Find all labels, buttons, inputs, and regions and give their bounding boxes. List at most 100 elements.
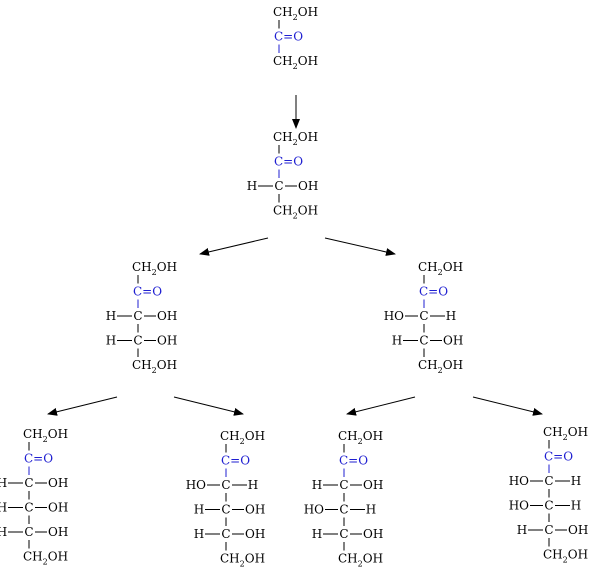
hydroxyl: OH bbox=[568, 523, 588, 537]
ch2oh-top: CH2OH bbox=[273, 5, 318, 22]
hydroxyl: HO bbox=[186, 478, 206, 492]
ch2oh-oh: OH bbox=[245, 552, 265, 566]
ch2oh-oh: OH bbox=[48, 427, 68, 441]
ch2oh-ch: CH bbox=[273, 130, 293, 144]
hydroxyl: HO bbox=[384, 309, 404, 323]
ch2oh-subscript: 2 bbox=[563, 433, 568, 442]
ch2oh-ch: CH bbox=[338, 552, 358, 566]
hydrogen: H bbox=[0, 525, 7, 539]
chiral-carbon: C bbox=[221, 503, 230, 517]
ch2oh-oh: OH bbox=[443, 358, 463, 372]
ch2oh-oh: OH bbox=[48, 550, 68, 564]
hydroxyl: OH bbox=[245, 527, 265, 541]
ketone-group: C=O bbox=[221, 454, 250, 468]
hydrogen: H bbox=[571, 474, 581, 488]
ch2oh-oh: OH bbox=[568, 425, 588, 439]
ch2oh-subscript: 2 bbox=[293, 13, 298, 22]
arrow-c4-to-ribulose bbox=[199, 237, 269, 256]
ch2oh-top: CH2OH bbox=[338, 429, 383, 446]
chiral-carbon: C bbox=[133, 309, 142, 323]
ch2oh-bottom: CH2OH bbox=[273, 54, 318, 71]
ch2oh-ch: CH bbox=[543, 425, 563, 439]
ch2oh-subscript: 2 bbox=[358, 560, 363, 569]
ch2oh-ch: CH bbox=[132, 260, 152, 274]
hydrogen: H bbox=[312, 527, 322, 541]
ch2oh-subscript: 2 bbox=[358, 437, 363, 446]
ch2oh-oh: OH bbox=[245, 429, 265, 443]
chiral-carbon: C bbox=[544, 523, 553, 537]
chiral-carbon: C bbox=[339, 503, 348, 517]
ch2oh-ch: CH bbox=[220, 429, 240, 443]
chiral-carbon: C bbox=[221, 527, 230, 541]
ch2oh-oh: OH bbox=[363, 429, 383, 443]
ch2oh-subscript: 2 bbox=[240, 560, 245, 569]
ch2oh-ch: CH bbox=[273, 204, 293, 218]
ch2oh-ch: CH bbox=[23, 550, 43, 564]
hydrogen: H bbox=[366, 503, 376, 517]
ch2oh-ch: CH bbox=[543, 548, 563, 562]
ch2oh-subscript: 2 bbox=[563, 556, 568, 565]
hydrogen: H bbox=[194, 527, 204, 541]
chiral-carbon: C bbox=[24, 525, 33, 539]
ch2oh-subscript: 2 bbox=[152, 268, 157, 277]
ch2oh-bottom: CH2OH bbox=[23, 550, 68, 567]
hydroxyl: OH bbox=[48, 476, 68, 490]
chiral-carbon: C bbox=[419, 309, 428, 323]
ch2oh-bottom: CH2OH bbox=[220, 552, 265, 569]
ch2oh-oh: OH bbox=[363, 552, 383, 566]
ch2oh-bottom: CH2OH bbox=[132, 358, 177, 375]
hydrogen: H bbox=[571, 499, 581, 513]
ch2oh-ch: CH bbox=[338, 429, 358, 443]
ch2oh-ch: CH bbox=[273, 54, 293, 68]
hydrogen: H bbox=[517, 523, 527, 537]
hydrogen: H bbox=[0, 501, 7, 515]
hydrogen: H bbox=[392, 334, 402, 348]
hydroxyl: HO bbox=[509, 474, 529, 488]
ketone-group: C=O bbox=[544, 450, 573, 464]
ketone-group: C=O bbox=[339, 454, 368, 468]
hydroxyl: OH bbox=[298, 179, 318, 193]
hydroxyl: OH bbox=[157, 334, 177, 348]
ch2oh-subscript: 2 bbox=[293, 138, 298, 147]
ch2oh-ch: CH bbox=[418, 358, 438, 372]
hydroxyl: OH bbox=[157, 309, 177, 323]
ch2oh-subscript: 2 bbox=[438, 366, 443, 375]
ch2oh-bottom: CH2OH bbox=[543, 548, 588, 565]
arrow-xylulose-to-tagatose bbox=[472, 396, 543, 416]
hydrogen: H bbox=[106, 334, 116, 348]
hydrogen: H bbox=[446, 309, 456, 323]
ch2oh-top: CH2OH bbox=[23, 427, 68, 444]
ch2oh-bottom: CH2OH bbox=[273, 204, 318, 221]
ch2oh-subscript: 2 bbox=[438, 268, 443, 277]
arrow-ribulose-to-fructose bbox=[173, 396, 244, 416]
ch2oh-oh: OH bbox=[298, 204, 318, 218]
chiral-carbon: C bbox=[419, 334, 428, 348]
hydroxyl: OH bbox=[48, 501, 68, 515]
hydroxyl: OH bbox=[363, 478, 383, 492]
hydroxyl: HO bbox=[509, 499, 529, 513]
hydrogen: H bbox=[194, 503, 204, 517]
chiral-carbon: C bbox=[339, 478, 348, 492]
arrows bbox=[47, 95, 543, 416]
ch2oh-oh: OH bbox=[298, 54, 318, 68]
arrow-c4-to-xylulose bbox=[324, 237, 396, 256]
ch2oh-subscript: 2 bbox=[293, 212, 298, 221]
ch2oh-ch: CH bbox=[132, 358, 152, 372]
ch2oh-subscript: 2 bbox=[240, 437, 245, 446]
ch2oh-bottom: CH2OH bbox=[338, 552, 383, 569]
hydrogen: H bbox=[248, 478, 258, 492]
hydrogen: H bbox=[0, 476, 7, 490]
chiral-carbon: C bbox=[221, 478, 230, 492]
ketone-group: C=O bbox=[24, 452, 53, 466]
ketone-group: C=O bbox=[274, 30, 303, 44]
ch2oh-top: CH2OH bbox=[220, 429, 265, 446]
ketone-group: C=O bbox=[419, 285, 448, 299]
